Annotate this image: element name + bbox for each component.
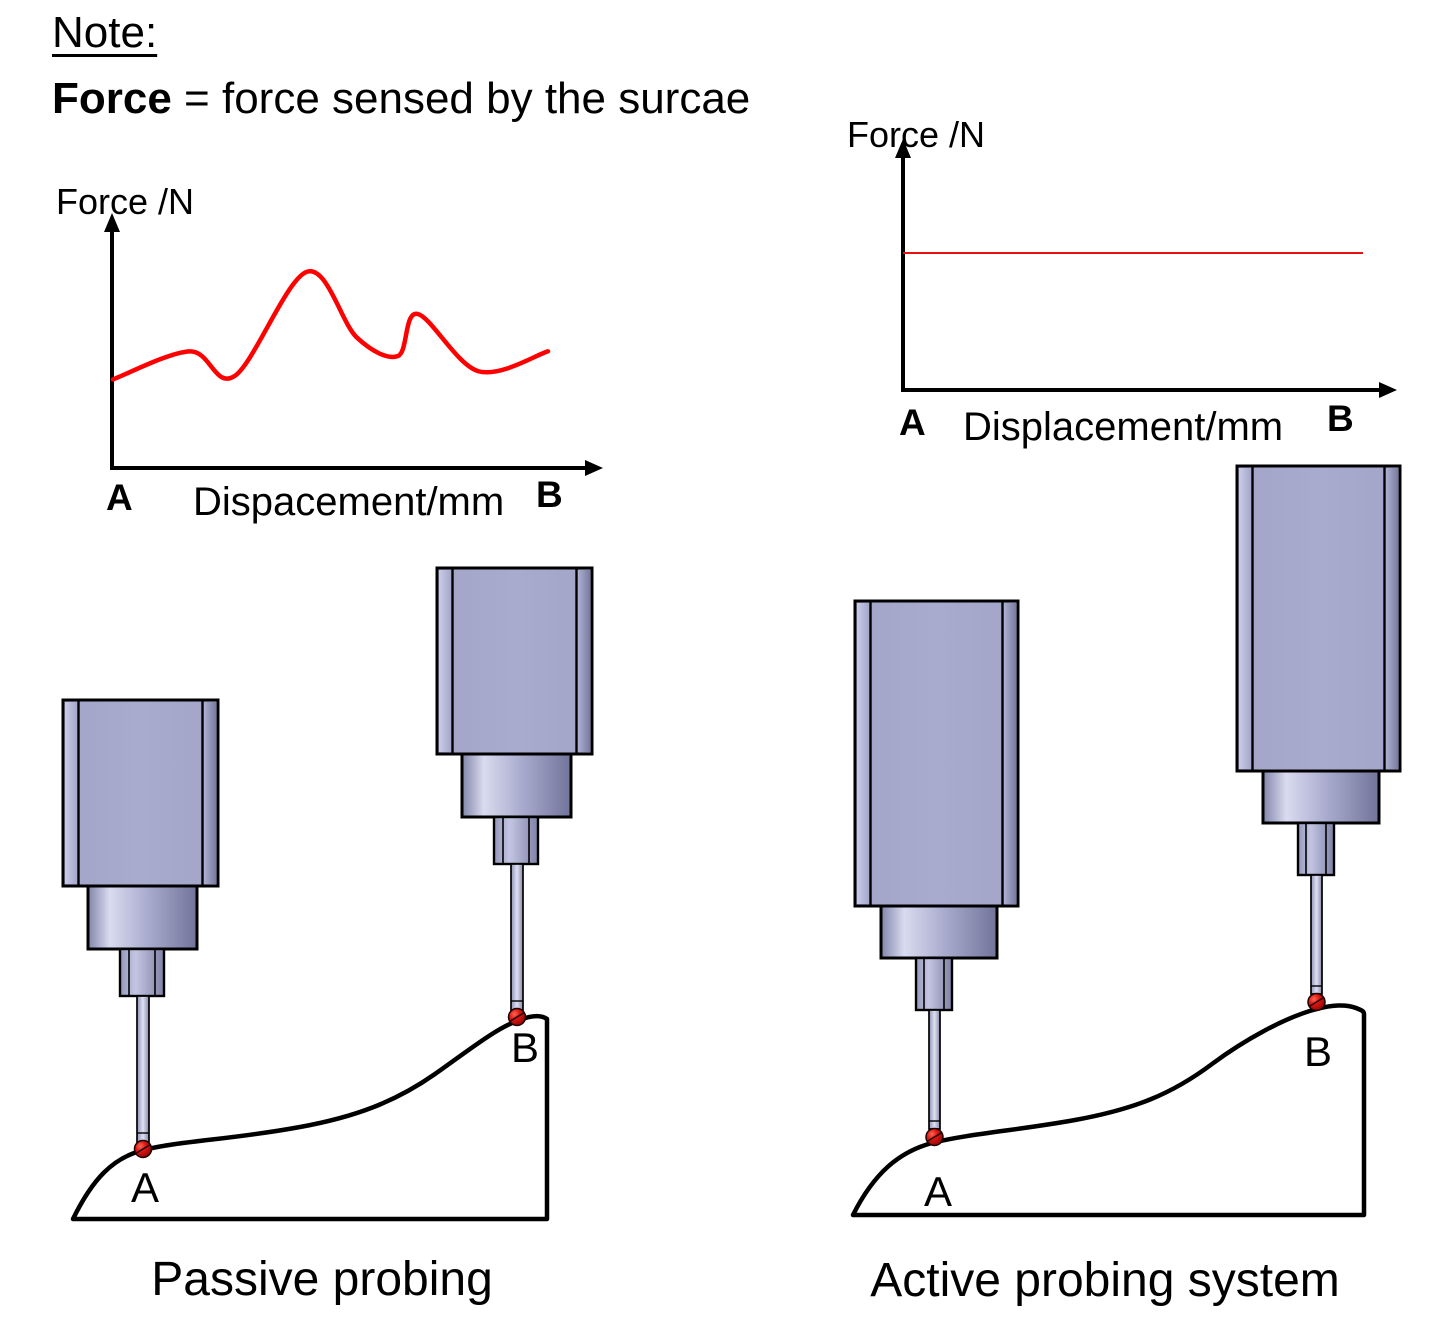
probe-at-point-b — [435, 566, 594, 1027]
passive-point-a-label: A — [131, 1164, 160, 1211]
passive-figure-caption: Passive probing — [151, 1253, 493, 1306]
right-chart-x-axis-label: Displacement/mm — [963, 405, 1284, 449]
note-definition: Force = force sensed by the surcae — [52, 74, 751, 123]
active-point-a-label: A — [924, 1168, 953, 1215]
right-chart-point-a-label: A — [899, 402, 926, 443]
active-probing-figure — [850, 464, 1402, 1218]
y-axis-arrowhead — [104, 213, 120, 232]
x-axis-arrowhead — [1379, 382, 1397, 398]
x-axis-arrowhead — [585, 460, 603, 476]
left-chart-y-axis-label: Force /N — [56, 181, 195, 222]
passive-force-chart — [104, 213, 603, 476]
note-term: Force — [52, 74, 172, 123]
active-point-b-label: B — [1304, 1028, 1333, 1075]
passive-probing-figure — [61, 566, 594, 1222]
right-chart-y-axis-label: Force /N — [847, 114, 986, 155]
passive-point-b-label: B — [511, 1024, 540, 1071]
probe-at-point-b — [1235, 464, 1402, 1012]
y-axis-arrowhead — [895, 139, 911, 158]
active-force-chart — [895, 139, 1397, 398]
active-figure-caption: Active probing system — [870, 1254, 1340, 1307]
probe-at-point-a — [853, 599, 1020, 1147]
left-chart-x-axis-label: Dispacement/mm — [193, 480, 505, 524]
left-chart-point-a-label: A — [106, 477, 133, 518]
probe-at-point-a — [61, 698, 220, 1159]
note-definition-text: = force sensed by the surcae — [171, 74, 751, 123]
right-chart-point-b-label: B — [1327, 398, 1354, 439]
note-title: Note: — [52, 8, 158, 57]
force-curve — [110, 269, 551, 382]
left-chart-point-b-label: B — [536, 474, 563, 515]
